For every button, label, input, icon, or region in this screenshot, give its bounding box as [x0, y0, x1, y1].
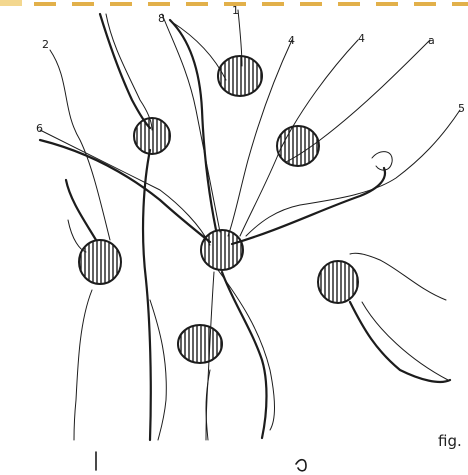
cell-body-center	[201, 230, 243, 270]
cell-label-g: 6	[36, 122, 43, 135]
fiber-right-5	[246, 110, 460, 236]
process-top-center	[170, 20, 216, 230]
fiber-bottom-left	[74, 290, 92, 440]
process-top-left	[100, 14, 150, 128]
cell-label-h: 5	[458, 102, 465, 115]
cell-body-left	[79, 240, 121, 284]
cell-label-e: 4	[358, 32, 365, 45]
fiber-right-6	[372, 152, 392, 170]
cell-label-a: 2	[42, 38, 49, 51]
fiber-right-8	[362, 302, 448, 380]
cell-label-c: 1	[232, 4, 239, 17]
process-right-down	[350, 302, 450, 382]
bottom-marks	[96, 452, 306, 471]
cell-body-upper-right	[277, 126, 319, 166]
cell-body-top	[218, 56, 262, 96]
fiber-right-7	[350, 253, 446, 300]
process-down-left	[143, 150, 151, 440]
bottom-mark-right	[296, 460, 306, 471]
cell-body-right	[318, 261, 358, 303]
fiber-top-center	[106, 14, 152, 130]
cell-label-f: a	[428, 34, 435, 47]
figure-caption: fig.	[438, 432, 462, 450]
cell-bodies	[79, 56, 358, 363]
cell-label-b: 8	[158, 12, 165, 25]
process-left-to-center	[40, 140, 210, 242]
fiber-bottom-center	[150, 300, 166, 440]
cell-label-d: 4	[288, 34, 295, 47]
cell-body-bottom	[178, 325, 222, 363]
cell-body-upper-left	[134, 118, 170, 154]
process-center-down	[222, 272, 267, 438]
